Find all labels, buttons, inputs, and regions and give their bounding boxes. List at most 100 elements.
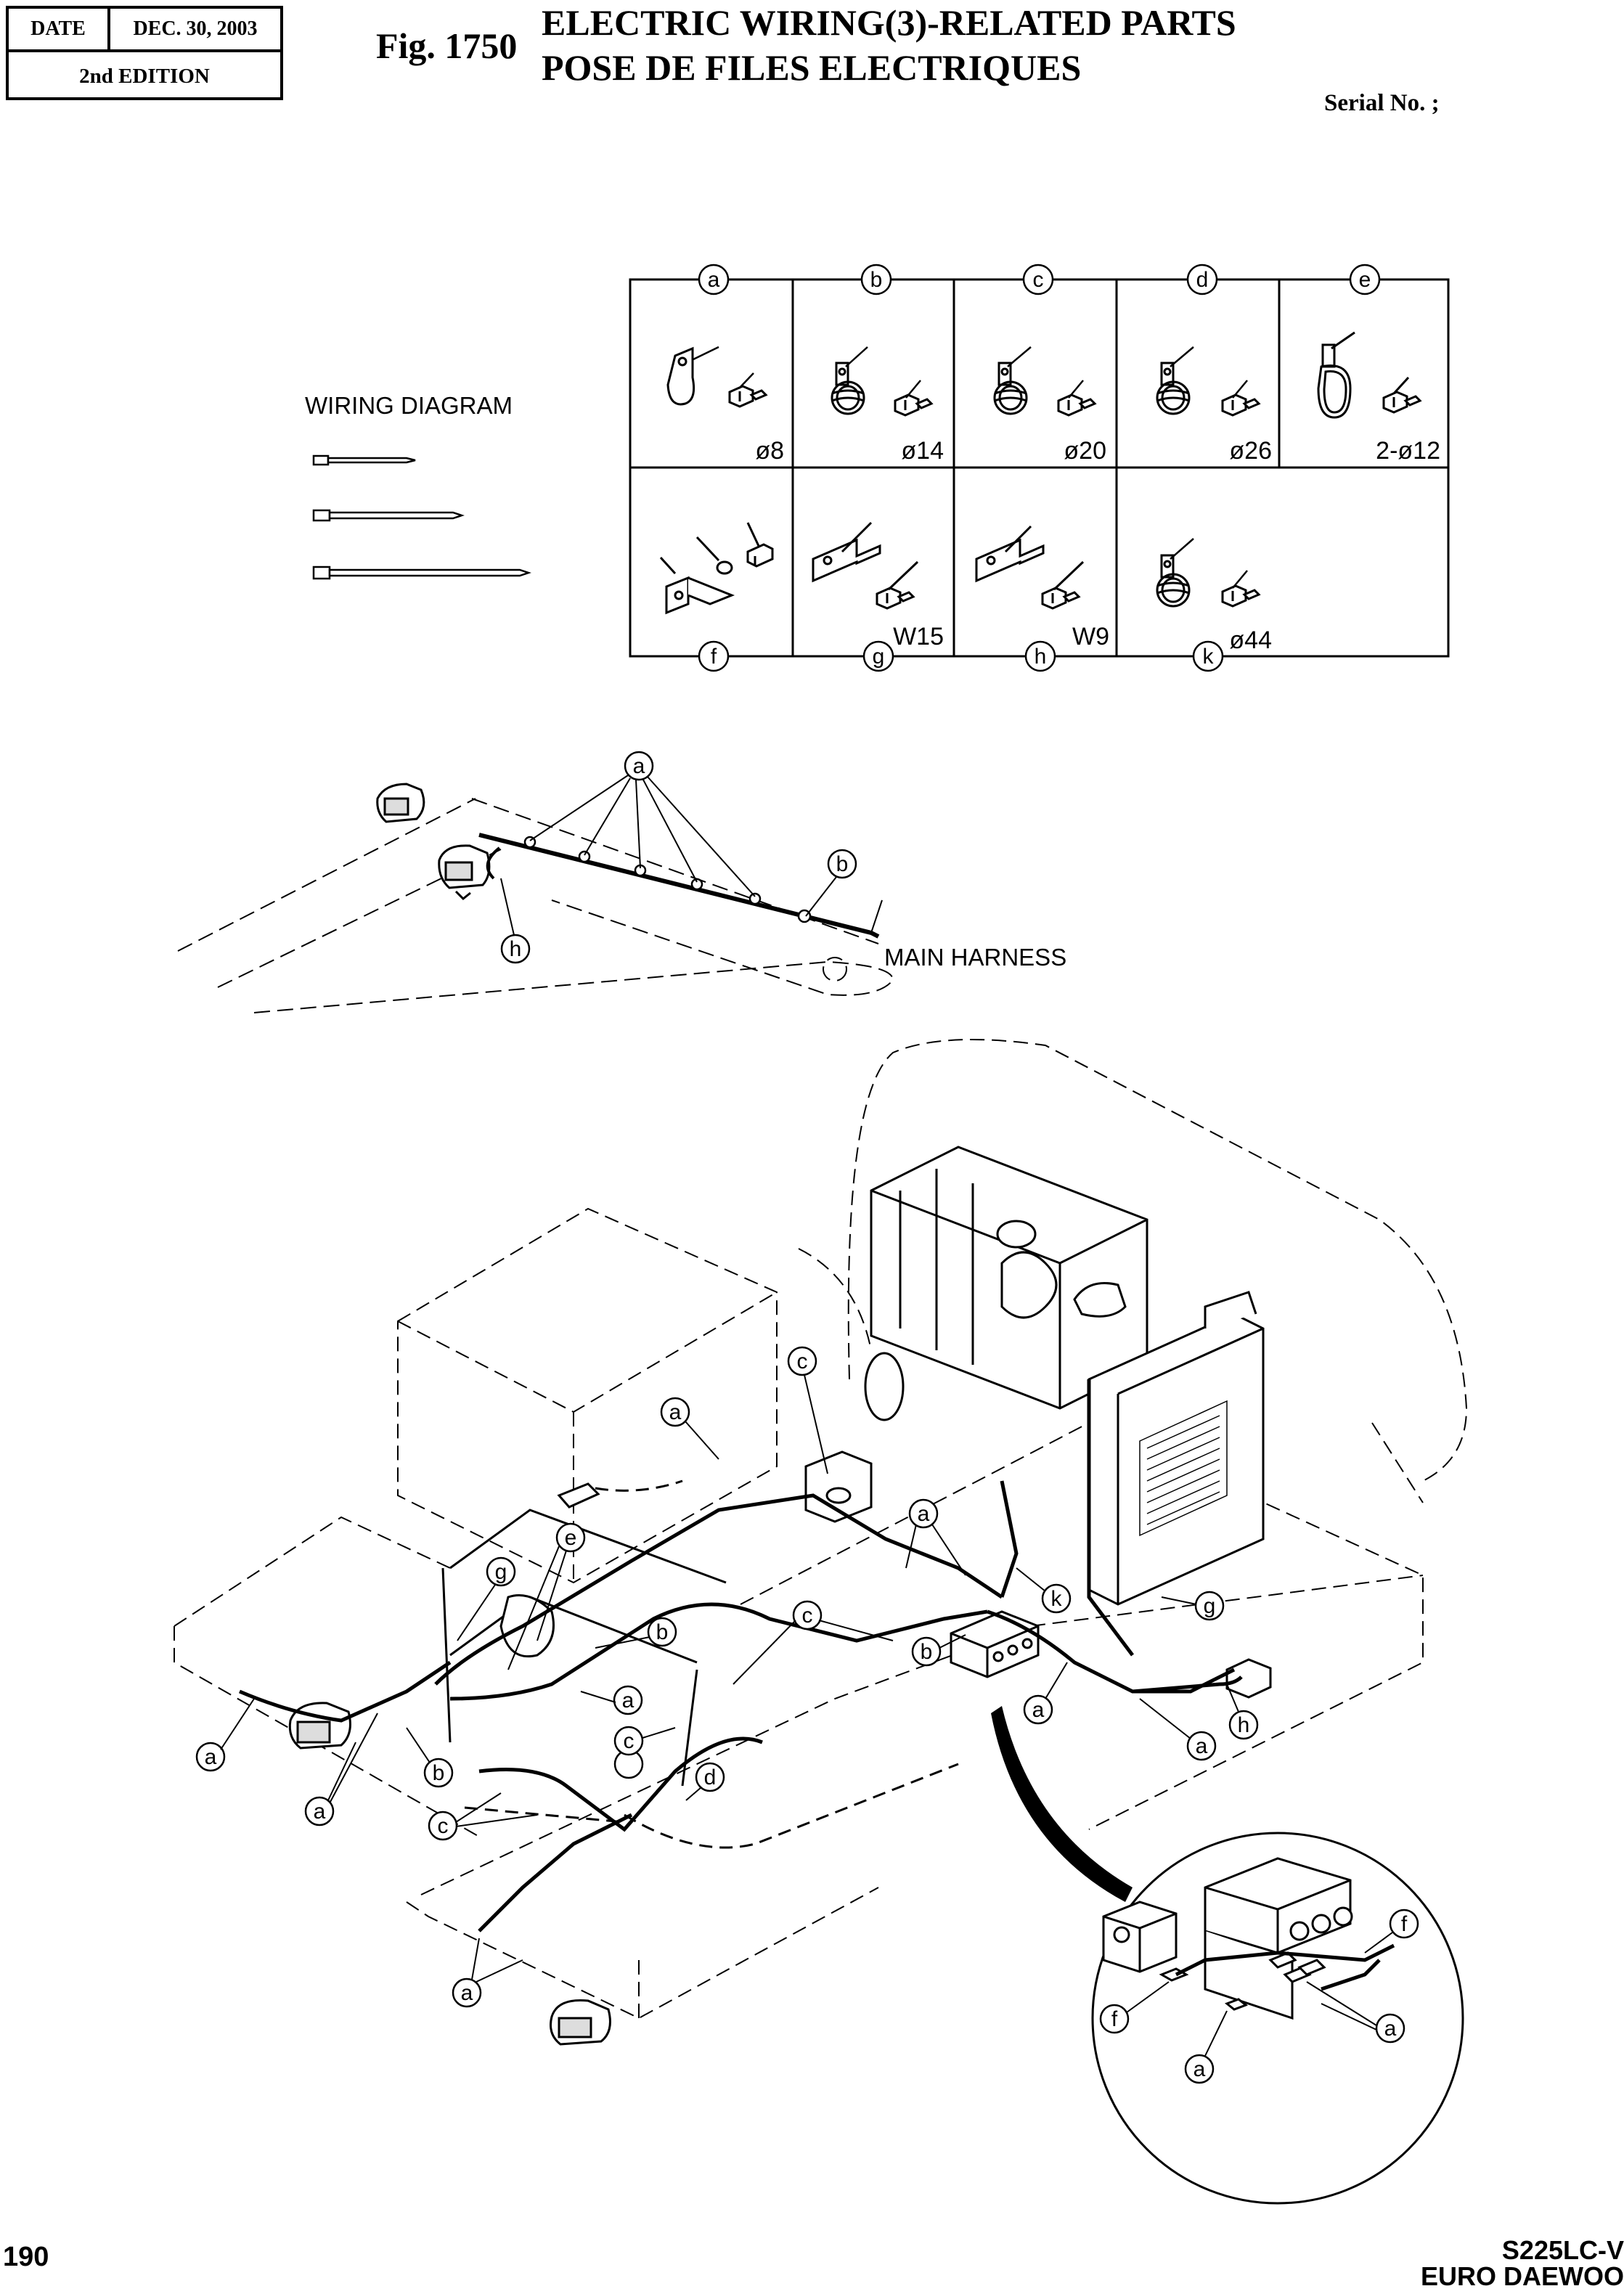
main-callout-c-low: c: [613, 1726, 676, 1756]
svg-text:b: b: [836, 852, 849, 876]
svg-text:f: f: [711, 645, 717, 669]
svg-text:b: b: [870, 268, 883, 292]
battery-box-icon: [1225, 1658, 1272, 1699]
main-callout-a-left: a: [195, 1698, 255, 1772]
boom-harness-clamps: [523, 836, 812, 923]
boom-cylinder-bracket: [441, 1509, 727, 1787]
main-callout-d: d: [685, 1762, 725, 1801]
bracket-f-icon: [659, 522, 774, 615]
svg-text:g: g: [1204, 1594, 1216, 1618]
frame-outline: [174, 1421, 1424, 2020]
figure-number: Fig. 1750: [376, 25, 518, 66]
bracket-h-size: W9: [1072, 623, 1109, 650]
svg-text:a: a: [622, 1689, 634, 1713]
clamp-b-icon: [831, 346, 933, 417]
main-callout-c-front: c: [428, 1792, 538, 1841]
svg-text:a: a: [1384, 2017, 1397, 2041]
svg-text:c: c: [624, 1729, 634, 1753]
clamp-a-size: ø8: [755, 437, 784, 465]
svg-text:e: e: [1359, 268, 1371, 292]
boom-outline: [177, 798, 894, 1013]
bracket-h-icon: [975, 525, 1085, 610]
clamp-legend-table: [629, 278, 1450, 658]
legend-letter-c: c: [1022, 264, 1054, 295]
svg-text:a: a: [205, 1745, 217, 1769]
bracket-g-icon: [812, 521, 919, 610]
main-callout-g-left: g: [457, 1556, 516, 1641]
svg-text:a: a: [1196, 1734, 1208, 1758]
wiring-diagram-label: WIRING DIAGRAM: [305, 392, 513, 419]
clamp-e-size: 2-ø12: [1376, 437, 1440, 465]
svg-text:b: b: [433, 1761, 445, 1785]
boom-work-lamp-right-icon: [438, 844, 491, 901]
legend-letter-f: f: [698, 640, 730, 672]
main-callout-a-mid: a: [580, 1685, 643, 1715]
model-name: S225LC-V EURO DAEWOO: [1421, 2237, 1624, 2290]
date-row: DATE DEC. 30, 2003: [9, 9, 280, 52]
legend-letter-h: h: [1024, 640, 1056, 672]
clamp-a-icon: [666, 346, 767, 408]
engine-block: [864, 1146, 1148, 1421]
legend-letter-g: g: [862, 640, 894, 672]
clamp-k-size: ø44: [1229, 626, 1272, 654]
page-number: 190: [3, 2242, 49, 2272]
cable-tie-long-icon: [312, 566, 531, 580]
svg-text:e: e: [565, 1526, 577, 1550]
hydraulic-pump: [804, 1450, 873, 1523]
clamp-b-size: ø14: [901, 437, 944, 465]
main-callout-a-center: a: [660, 1397, 719, 1460]
svg-text:a: a: [918, 1502, 930, 1526]
detail-callout-f-right: f: [1364, 1909, 1419, 1954]
boom-main-harness: [478, 833, 880, 939]
counterweight-block-outline: [397, 1207, 778, 1584]
detail-callout-a-right: a: [1306, 1981, 1405, 2044]
svg-text:c: c: [1033, 268, 1044, 292]
title-french: POSE DE FILES ELECTRIQUES: [542, 47, 1082, 88]
svg-text:c: c: [797, 1350, 808, 1373]
front-left-lamp-icon: [288, 1702, 351, 1750]
svg-text:a: a: [461, 1981, 473, 2005]
control-valve-block: [950, 1610, 1040, 1678]
main-callout-g-right: g: [1161, 1591, 1225, 1621]
boom-callout-b: b: [805, 849, 857, 917]
clamp-k-icon: [1156, 538, 1260, 608]
svg-text:h: h: [1035, 645, 1047, 669]
boom-callout-a: a: [529, 751, 756, 897]
svg-text:b: b: [656, 1620, 669, 1644]
model-line-2: EURO DAEWOO: [1420, 2261, 1624, 2291]
svg-text:a: a: [1193, 2057, 1206, 2081]
clamp-d-icon: [1156, 346, 1260, 417]
svg-text:g: g: [873, 645, 885, 669]
svg-text:f: f: [1111, 2007, 1118, 2031]
svg-text:a: a: [1032, 1698, 1045, 1722]
main-callout-c-mid: c: [733, 1600, 894, 1685]
horn-icon: [557, 1482, 600, 1509]
svg-text:f: f: [1401, 1912, 1408, 1936]
main-callout-a-battery: a: [1139, 1698, 1217, 1761]
legend-letter-e: e: [1349, 264, 1381, 295]
clamp-c-size: ø20: [1064, 437, 1106, 465]
bracket-g-size: W15: [893, 623, 944, 650]
cable-tie-short-icon: [312, 454, 416, 466]
main-callout-k: k: [1016, 1567, 1072, 1614]
detail-callout-a-left: a: [1184, 2010, 1228, 2084]
main-callout-a-rear: a: [452, 1938, 523, 2008]
svg-text:d: d: [704, 1766, 717, 1789]
rear-lamp-icon: [550, 1999, 611, 2046]
svg-text:a: a: [669, 1400, 682, 1424]
svg-text:k: k: [1051, 1587, 1063, 1611]
radiator: [1088, 1291, 1265, 1606]
main-callout-e: e: [507, 1522, 586, 1670]
svg-text:c: c: [802, 1604, 813, 1628]
title-english: ELECTRIC WIRING(3)-RELATED PARTS: [542, 2, 1236, 43]
main-callout-a-front: a: [304, 1713, 378, 1826]
boom-work-lamp-left-icon: [376, 783, 425, 823]
detail-callout-f-left: f: [1099, 1981, 1170, 2034]
main-callout-b-right: b: [911, 1634, 966, 1667]
detail-wiring: [1175, 1943, 1395, 1991]
svg-text:c: c: [438, 1814, 449, 1838]
svg-text:d: d: [1196, 268, 1209, 292]
main-callout-b-left: b: [406, 1727, 454, 1788]
legend-letter-d: d: [1186, 264, 1218, 295]
legend-letter-a: a: [698, 264, 730, 295]
